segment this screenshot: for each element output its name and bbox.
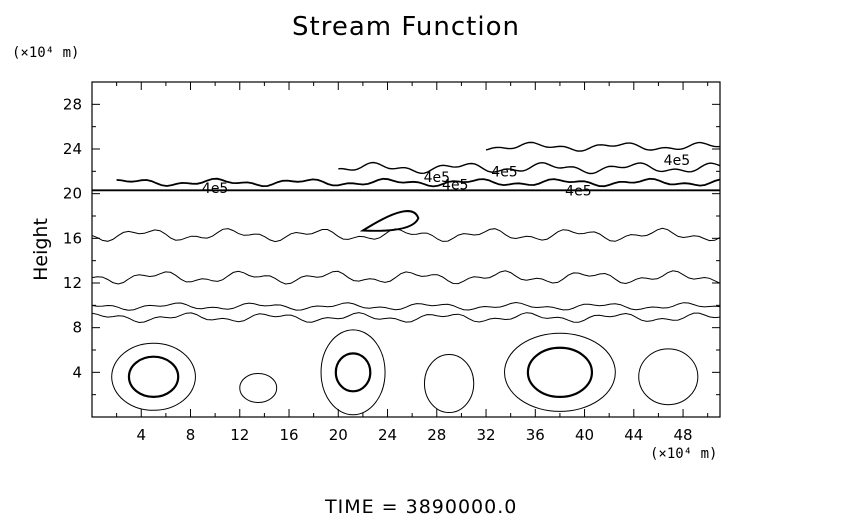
contour-line-12 [91,270,721,285]
contour-label: 4e5 [664,153,690,169]
contour-line-16 [91,227,721,243]
y-tick-label: 28 [63,95,82,113]
contour-line-22 [338,161,721,175]
contour-label: 4e5 [424,170,450,186]
x-tick-label: 8 [186,426,196,444]
y-axis-unit: (×10⁴ m) [12,45,80,61]
contour-cell-6 [638,348,699,406]
contour-core-1 [127,355,180,398]
contour-label: 4e5 [491,164,517,180]
y-tick-label: 4 [72,363,82,381]
contour-line-mid [91,301,721,311]
x-tick-label: 24 [378,426,397,444]
contour-cell-5 [504,332,616,412]
x-tick-label: 16 [279,426,298,444]
x-tick-label: 48 [674,426,693,444]
x-axis-unit: (×10⁴ m) [650,446,718,462]
contour-cell-4 [423,353,475,414]
chart-title: Stream Function [292,12,520,42]
contour-label: 4e5 [565,183,591,199]
y-tick-label: 16 [63,229,82,247]
contour-label: 4e5 [442,178,468,194]
time-readout: TIME = 3890000.0 [325,496,518,518]
contour-cell-3 [320,329,386,416]
contour-cell-2 [239,372,278,403]
x-tick-label: 12 [230,426,249,444]
contour-island [359,210,420,232]
contour-core-5 [526,346,594,398]
x-tick-label: 4 [136,426,146,444]
y-tick-label: 8 [72,319,82,337]
contour-label: 4e5 [202,181,228,197]
contour-line-lower [91,312,721,324]
x-tick-label: 44 [624,426,643,444]
contour-line-21 [116,177,721,188]
y-tick-label: 12 [63,274,82,292]
y-tick-label: 24 [63,140,82,158]
x-tick-label: 20 [329,426,348,444]
contour-cell-1 [111,342,196,411]
contour-core-3 [334,352,372,393]
contour-line-24 [485,141,721,152]
x-tick-label: 28 [427,426,446,444]
plot-frame [91,81,721,418]
y-tick-label: 20 [63,185,82,203]
x-tick-label: 36 [526,426,545,444]
x-tick-label: 32 [476,426,495,444]
y-axis-label: Height [30,218,52,281]
x-tick-label: 40 [575,426,594,444]
